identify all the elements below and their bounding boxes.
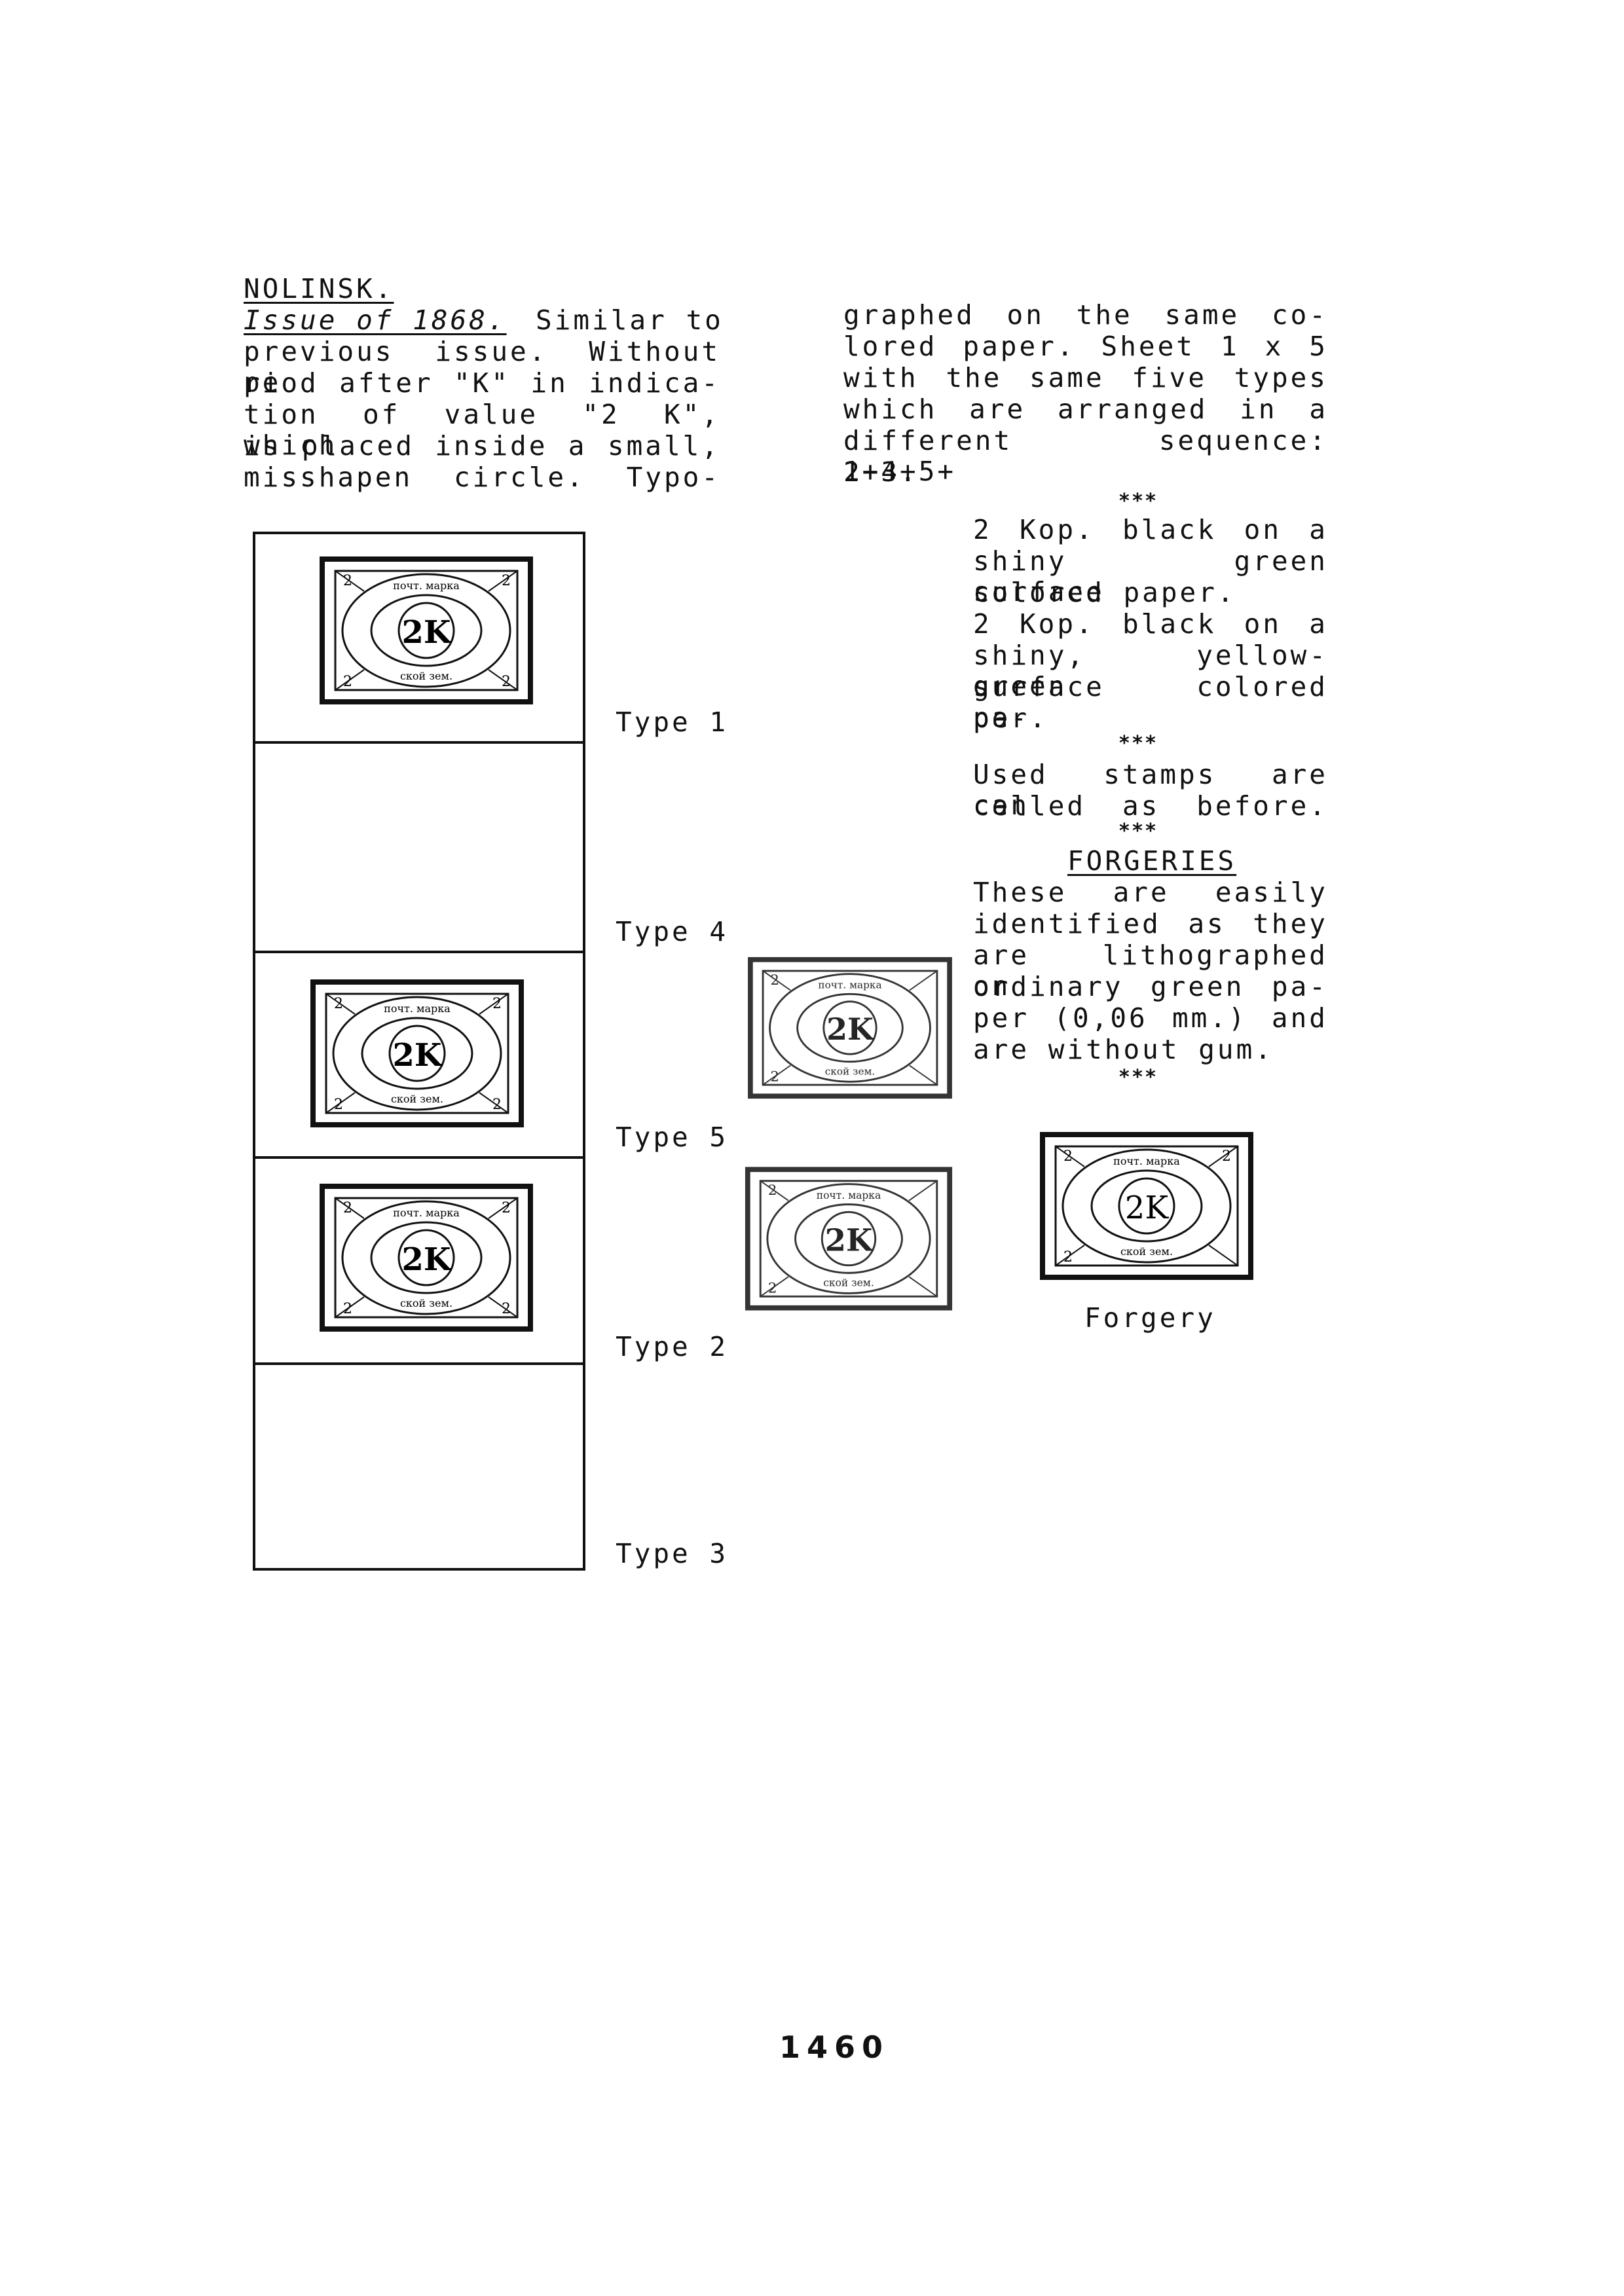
stamp-corner-tl: 2 <box>1063 1148 1073 1165</box>
issue-heading: Issue of 1868. <box>244 304 507 336</box>
variety-line-3: colored paper. <box>973 577 1236 608</box>
stamp-top-inscription: почт. марка <box>1113 1155 1180 1167</box>
stamp-value: 2K <box>1125 1190 1170 1226</box>
type-label-1: Type 1 <box>616 706 729 738</box>
forgeries-line-6: are without gum. <box>973 1034 1274 1065</box>
right-text-line-4: which are arranged in a <box>843 393 1328 425</box>
left-text-line-1: Similar to <box>536 304 724 336</box>
stamp-value: 2K <box>392 1037 443 1074</box>
stamp-corner-bl: 2 <box>771 1068 779 1084</box>
left-text-line-6: misshapen circle. Typo- <box>244 462 720 493</box>
stamp-corner-tl: 2 <box>343 1200 352 1216</box>
sheet-divider-2 <box>255 951 583 953</box>
stamp-top-inscription: почт. марка <box>817 1190 881 1201</box>
variety-line-7: per. <box>973 702 1048 734</box>
stamp-bottom-inscription: ской зем. <box>400 1297 452 1309</box>
variety-line-2: shiny green surface <box>973 545 1328 608</box>
left-text-line-2: previous issue. Without pe <box>244 336 720 398</box>
right-text-line-6: 2+3. <box>843 456 919 488</box>
separator-stars-3: *** <box>1118 820 1158 843</box>
stamp-corner-tr: 2 <box>492 996 502 1012</box>
type-label-4: Type 4 <box>616 916 729 947</box>
variety-line-6: surface colored pa- <box>973 671 1328 733</box>
forgeries-line-3: are lithographed on <box>973 939 1328 1002</box>
stamp-corner-tl: 2 <box>343 573 352 589</box>
stamp-value: 2K <box>826 1011 875 1047</box>
type-label-2: Type 2 <box>616 1331 729 1362</box>
forgeries-line-4: ordinary green pa- <box>973 971 1328 1002</box>
page-number: 1460 <box>779 2030 890 2065</box>
stamp-loose-2: 2K 2 2 почт. марка ской зем. <box>744 1165 953 1312</box>
left-text-line-4: tion of value "2 K", which <box>244 399 720 461</box>
forgeries-line-5: per (0,06 mm.) and <box>973 1002 1328 1034</box>
variety-line-1: 2 Kop. black on a <box>973 514 1328 545</box>
separator-stars-4: *** <box>1118 1066 1158 1089</box>
stamp-value: 2K <box>401 1241 452 1278</box>
stamp-corner-bl: 2 <box>768 1280 777 1296</box>
right-text-line-3: with the same five types <box>843 362 1328 393</box>
stamp-corner-tl: 2 <box>771 972 779 988</box>
stamp-bottom-inscription: ской зем. <box>1120 1245 1173 1258</box>
sheet-divider-4 <box>255 1362 583 1365</box>
section-title: NOLINSK. <box>244 273 394 304</box>
variety-line-4: 2 Kop. black on a <box>973 608 1328 640</box>
stamp-corner-bl: 2 <box>334 1097 343 1113</box>
sheet-divider-3 <box>255 1156 583 1159</box>
left-text-line-3: riod after "K" in indica- <box>244 367 720 399</box>
stamp-bottom-inscription: ской зем. <box>400 670 452 682</box>
type-label-5: Type 5 <box>616 1121 729 1153</box>
stamp-loose-1: 2K 2 2 почт. марка ской зем. <box>747 956 953 1100</box>
stamp-bottom-inscription: ской зем. <box>823 1277 874 1289</box>
stamp-corner-br: 2 <box>502 1301 511 1317</box>
stamp-value: 2K <box>825 1222 874 1258</box>
cancel-line-1: Used stamps are can <box>973 759 1328 821</box>
stamp-top-inscription: почт. марка <box>818 979 881 991</box>
stamp-bottom-inscription: ской зем. <box>391 1093 443 1105</box>
right-text-line-2: lored paper. Sheet 1 x 5 <box>843 331 1328 362</box>
stamp-type-5: 2K 2 2 2 2 почт. марка ской зем. <box>309 978 525 1129</box>
forgeries-line-2: identified as they <box>973 908 1328 939</box>
stamp-type-2: 2K 2 2 2 2 почт. марка ской зем. <box>318 1182 534 1333</box>
stamp-top-inscription: почт. марка <box>393 579 460 592</box>
stamp-corner-br: 2 <box>492 1097 502 1113</box>
separator-stars-2: *** <box>1118 732 1158 755</box>
stamp-corner-bl: 2 <box>343 1301 352 1317</box>
stamp-sheet: 2K 2 2 2 2 почт. марка ской зем. 2K 2 2 … <box>253 532 585 1571</box>
type-label-3: Type 3 <box>616 1538 729 1569</box>
stamp-bottom-inscription: ской зем. <box>825 1066 876 1078</box>
stamp-value: 2K <box>401 614 452 651</box>
stamp-corner-tr: 2 <box>1222 1148 1231 1165</box>
stamp-corner-tr: 2 <box>502 1200 511 1216</box>
right-text-line-1: graphed on the same co- <box>843 299 1328 331</box>
stamp-forgery: 2K 2 2 2 почт. марка ской зем. <box>1039 1127 1255 1285</box>
left-text-line-5: is placed inside a small, <box>244 430 720 462</box>
sheet-divider-1 <box>255 741 583 744</box>
variety-line-5: shiny, yellow-green <box>973 640 1328 702</box>
forgery-caption: Forgery <box>1084 1302 1216 1334</box>
right-text-line-5: different sequence: 1+4+5+ <box>843 425 1328 487</box>
stamp-type-1: 2K 2 2 2 2 почт. марка ской зем. <box>318 555 534 706</box>
forgeries-line-1: These are easily <box>973 877 1328 908</box>
stamp-corner-tl: 2 <box>334 996 343 1012</box>
separator-stars-1: *** <box>1118 490 1158 513</box>
stamp-corner-br: 2 <box>502 674 511 690</box>
cancel-line-2: celled as before. <box>973 790 1328 822</box>
forgeries-heading: FORGERIES <box>1067 845 1237 877</box>
stamp-corner-bl: 2 <box>1063 1249 1073 1266</box>
stamp-corner-tr: 2 <box>502 573 511 589</box>
stamp-corner-bl: 2 <box>343 674 352 690</box>
stamp-corner-tl: 2 <box>768 1182 777 1199</box>
stamp-top-inscription: почт. марка <box>384 1002 451 1015</box>
stamp-top-inscription: почт. марка <box>393 1207 460 1219</box>
